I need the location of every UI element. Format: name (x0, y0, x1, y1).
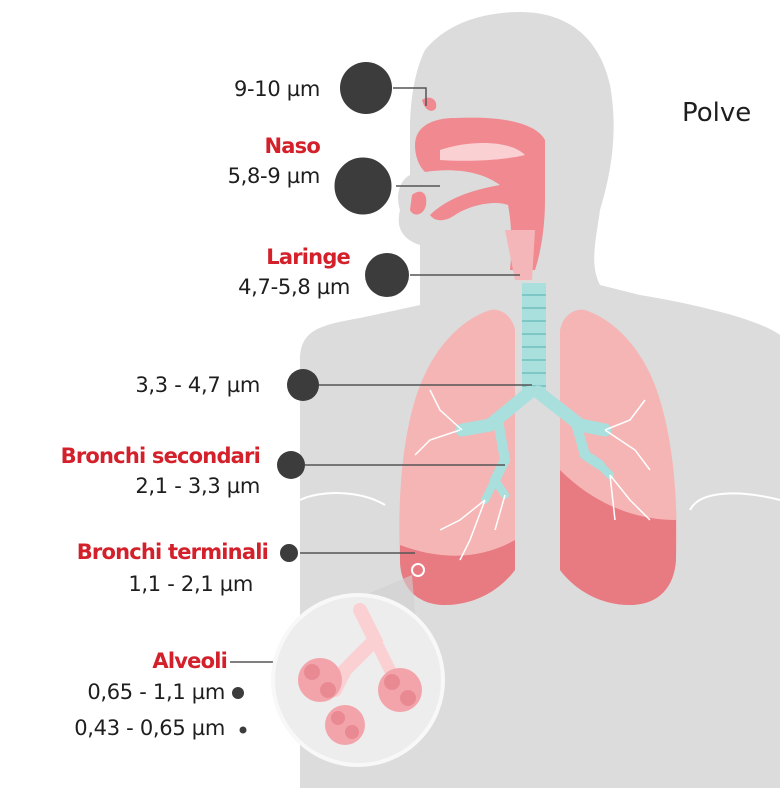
dot-small (240, 727, 247, 734)
level-name-naso: Naso (265, 134, 320, 158)
size-label-3-3-4-7: 3,3 - 4,7 µm (135, 373, 260, 397)
level-name-laringe: Laringe (266, 245, 350, 269)
size-label-laringe: 4,7-5,8 µm (238, 275, 350, 299)
dot-3-3-4-7 (287, 369, 319, 401)
level-name-bronchi-terminali: Bronchi terminali (77, 540, 268, 564)
dot-alveoli (232, 687, 244, 699)
dot-laringe (365, 253, 409, 297)
size-label-alveoli: 0,65 - 1,1 µm (87, 680, 225, 704)
size-label-9-10: 9-10 µm (234, 77, 320, 101)
diagram-title: Polve (682, 98, 751, 128)
size-label-bronchi-terminali: 1,1 - 2,1 µm (128, 572, 253, 596)
size-label-smallest: 0,43 - 0,65 µm (74, 716, 225, 740)
dot-9-10 (340, 62, 392, 114)
level-name-alveoli: Alveoli (152, 649, 227, 673)
trachea (522, 283, 546, 395)
dot-naso (333, 156, 393, 216)
dot-bronchi-secondari (277, 451, 305, 479)
size-label-bronchi-secondari: 2,1 - 3,3 µm (135, 474, 260, 498)
dot-bronchi-terminali (279, 543, 299, 563)
size-label-naso: 5,8-9 µm (228, 164, 320, 188)
level-name-bronchi-secondari: Bronchi secondari (61, 444, 260, 468)
